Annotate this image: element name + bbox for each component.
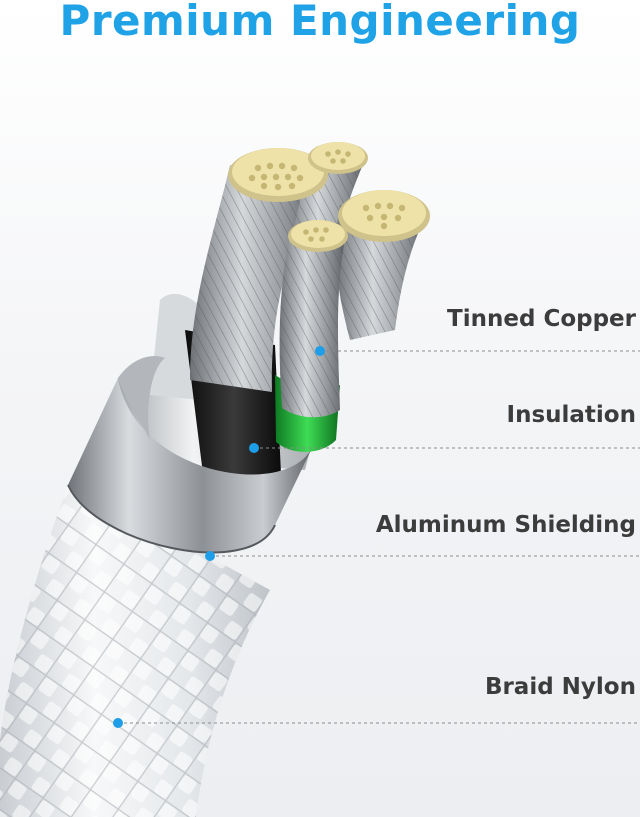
copper-strand-ends <box>228 142 430 252</box>
callout-dot-tinned-copper <box>315 346 325 356</box>
label-braid-nylon: Braid Nylon <box>484 674 636 700</box>
label-aluminum-shielding: Aluminum Shielding <box>375 512 636 538</box>
aluminum-shielding-ring <box>67 356 312 554</box>
label-tinned-copper: Tinned Copper <box>447 306 636 332</box>
callout-dot-braid-nylon <box>113 718 123 728</box>
callout-dot-aluminum-shielding <box>205 551 215 561</box>
label-insulation: Insulation <box>506 402 636 428</box>
page-title: Premium Engineering <box>59 0 581 45</box>
callout-leaders <box>113 346 640 728</box>
braid-nylon-jacket <box>0 480 270 817</box>
callout-dot-insulation <box>249 443 259 453</box>
